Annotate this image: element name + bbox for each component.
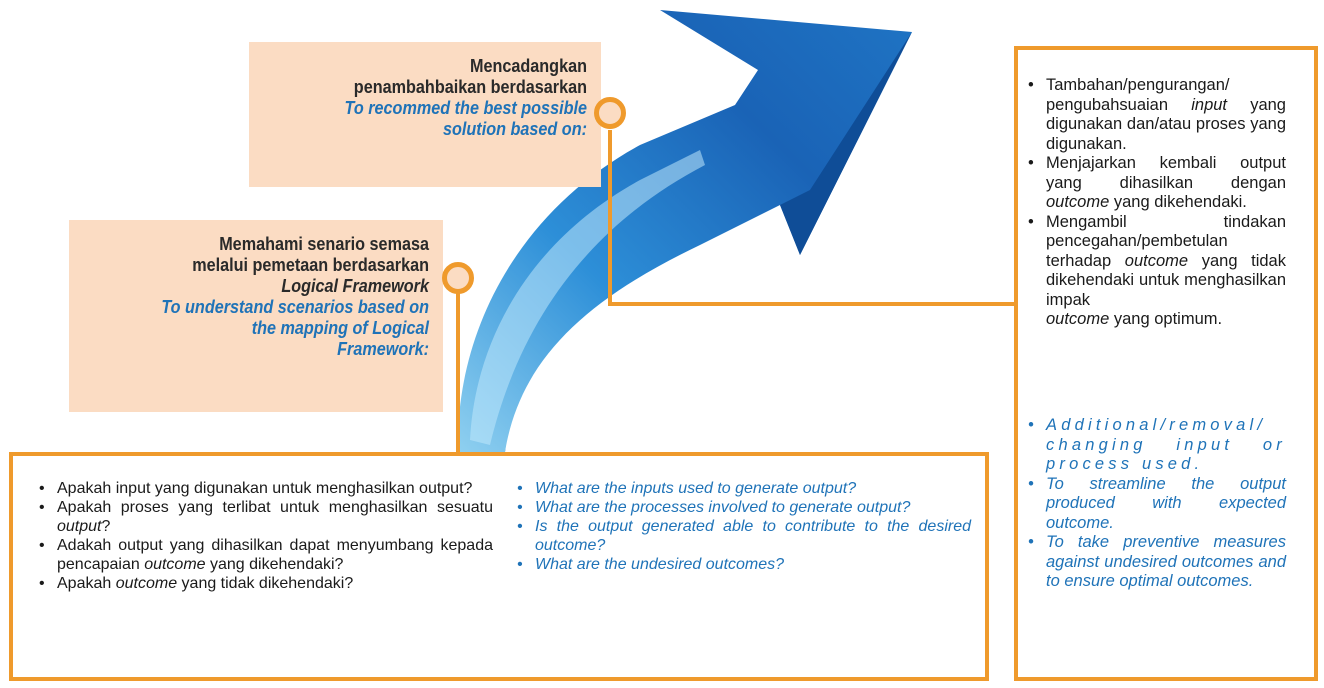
understanding-en-line1: To understand scenarios based on: [161, 297, 429, 317]
arrowhead-shade: [780, 32, 912, 255]
arrow-body: [457, 10, 912, 452]
list-item: Menjajarkan kembali output yang dihasilk…: [1028, 154, 1286, 213]
connector-mid-vertical: [456, 288, 460, 454]
list-item: Apakah input yang digunakan untuk mengha…: [39, 479, 493, 498]
understanding-en-line2: the mapping of Logical: [251, 318, 429, 338]
connector-top-vertical: [608, 130, 612, 306]
list-item: Is the output generated able to contribu…: [517, 517, 971, 555]
list-item: What are the undesired outcomes?: [517, 555, 971, 574]
right-ms-list: Tambahan/pengurangan/ pengubahsuaian inp…: [1028, 76, 1286, 330]
bottom-ms-list: Apakah input yang digunakan untuk mengha…: [39, 479, 493, 593]
list-item: Tambahan/pengurangan/ pengubahsuaian inp…: [1028, 76, 1286, 154]
arrow-highlight: [470, 150, 705, 445]
list-item: Mengambil tindakan pencegahan/pembetulan…: [1028, 213, 1286, 330]
right-actions-panel: Tambahan/pengurangan/ pengubahsuaian inp…: [1014, 46, 1318, 681]
recommendation-en-line2: solution based on:: [443, 119, 587, 139]
list-item: Apakah outcome yang tidak dikehendaki?: [39, 574, 493, 593]
recommendation-en-line1: To recommed the best possible: [344, 98, 587, 118]
understanding-ms-line3: Logical Framework: [281, 276, 429, 296]
list-item: To take preventive measures against unde…: [1028, 533, 1286, 592]
right-en-list: Additional/removal/ changing input or pr…: [1028, 416, 1286, 592]
understanding-en-line3: Framework:: [337, 339, 429, 359]
understanding-ms-line2: melalui pemetaan berdasarkan: [192, 255, 429, 275]
list-item: What are the inputs used to generate out…: [517, 479, 971, 498]
list-item: Apakah proses yang terlibat untuk mengha…: [39, 498, 493, 536]
list-item: To streamline the output produced with e…: [1028, 475, 1286, 534]
connector-dot-mid: [442, 262, 474, 294]
understanding-ms-line1: Memahami senario semasa: [219, 234, 429, 254]
connector-dot-top: [594, 97, 626, 129]
bottom-en-list: What are the inputs used to generate out…: [517, 479, 971, 574]
list-item: What are the processes involved to gener…: [517, 498, 971, 517]
recommendation-ms-line2: penambahbaikan berdasarkan: [353, 77, 587, 97]
connector-top-horizontal: [608, 302, 1018, 306]
list-item: Adakah output yang dihasilkan dapat meny…: [39, 536, 493, 574]
list-item: Additional/removal/ changing input or pr…: [1028, 416, 1286, 475]
recommendation-heading-box: Mencadangkan penambahbaikan berdasarkan …: [249, 42, 601, 187]
bottom-questions-panel: Apakah input yang digunakan untuk mengha…: [9, 452, 989, 681]
recommendation-ms-line1: Mencadangkan: [469, 56, 587, 76]
understanding-heading-box: Memahami senario semasa melalui pemetaan…: [69, 220, 443, 412]
